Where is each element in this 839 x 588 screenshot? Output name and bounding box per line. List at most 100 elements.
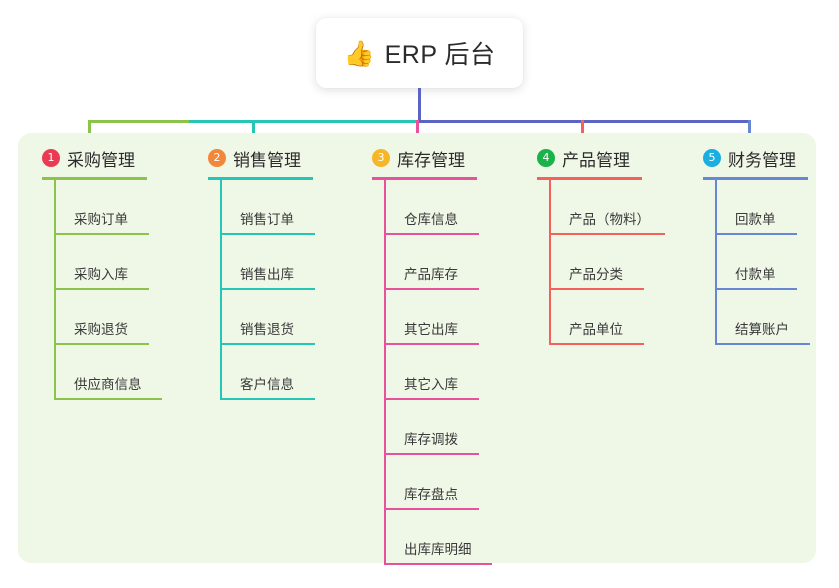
branch-items-3: 仓库信息 产品库存 其它出库 其它入库 库存调拨 库存盘点 [384,180,522,565]
leaf-rule [384,233,479,235]
root-node-title: ERP 后台 [384,41,496,69]
branch-title-1: 采购管理 [67,150,135,170]
branch-badge-3: 3 [372,149,390,167]
leaf-rule [715,343,810,345]
leaf-item[interactable]: 其它入库 [384,345,479,400]
leaf-rule [549,233,665,235]
leaf-rule [384,343,479,345]
leaf-item[interactable]: 库存调拨 [384,400,479,455]
branch-title-3: 库存管理 [397,150,465,170]
leaf-label: 结算账户 [735,322,789,337]
branch-rule-4 [537,177,642,180]
branch-trunk-5 [715,180,717,345]
branch-column-4: 4 产品管理 产品（物料） 产品分类 产品单位 [537,146,697,345]
connector-stub-1 [88,120,91,139]
leaf-rule [549,288,644,290]
leaf-label: 其它入库 [404,377,458,392]
leaf-label: 客户信息 [240,377,294,392]
branch-badge-1: 1 [42,149,60,167]
branch-header-3[interactable]: 3 库存管理 [372,146,522,170]
leaf-label: 付款单 [735,267,776,282]
leaf-item[interactable]: 销售退货 [220,290,315,345]
branch-title-4: 产品管理 [562,150,630,170]
branch-column-5: 5 财务管理 回款单 付款单 结算账户 [703,146,839,345]
leaf-item[interactable]: 出库库明细 [384,510,492,565]
branch-badge-2: 2 [208,149,226,167]
leaf-item[interactable]: 供应商信息 [54,345,162,400]
leaf-label: 回款单 [735,212,776,227]
leaf-rule [54,398,162,400]
connector-bus-left [88,120,191,123]
leaf-label: 产品（物料） [569,212,650,227]
branch-column-2: 2 销售管理 销售订单 销售出库 销售退货 客户信息 [208,146,358,400]
leaf-rule [220,398,315,400]
leaf-rule [384,288,479,290]
leaf-rule [384,563,492,565]
leaf-rule [384,508,479,510]
leaf-item[interactable]: 其它出库 [384,290,479,345]
branch-badge-4: 4 [537,149,555,167]
leaf-rule [384,453,479,455]
leaf-item[interactable]: 库存盘点 [384,455,479,510]
leaf-item[interactable]: 产品库存 [384,235,479,290]
branch-header-1[interactable]: 1 采购管理 [42,146,192,170]
branch-items-2: 销售订单 销售出库 销售退货 客户信息 [220,180,358,400]
branch-items-5: 回款单 付款单 结算账户 [715,180,839,345]
branch-trunk-1 [54,180,56,400]
leaf-label: 销售出库 [240,267,294,282]
leaf-item[interactable]: 回款单 [715,180,797,235]
connector-root-stem [418,88,421,122]
connector-stub-2 [252,120,255,139]
leaf-item[interactable]: 结算账户 [715,290,810,345]
root-node[interactable]: 👍 ERP 后台 [316,18,523,88]
thumbs-up-icon: 👍 [343,39,375,68]
leaf-rule [220,343,315,345]
leaf-rule [220,288,315,290]
leaf-rule [54,288,149,290]
leaf-label: 采购订单 [74,212,128,227]
branch-column-1: 1 采购管理 采购订单 采购入库 采购退货 供应商信息 [42,146,192,400]
leaf-item[interactable]: 仓库信息 [384,180,479,235]
leaf-rule [54,343,149,345]
leaf-label: 供应商信息 [74,377,142,392]
branch-header-4[interactable]: 4 产品管理 [537,146,697,170]
leaf-item[interactable]: 付款单 [715,235,797,290]
leaf-item[interactable]: 产品（物料） [549,180,665,235]
leaf-rule [384,398,479,400]
leaf-item[interactable]: 客户信息 [220,345,315,400]
leaf-label: 出库库明细 [404,542,472,557]
leaf-rule [715,288,797,290]
leaf-item[interactable]: 采购订单 [54,180,149,235]
branch-rule-2 [208,177,313,180]
leaf-label: 产品分类 [569,267,623,282]
branch-header-5[interactable]: 5 财务管理 [703,146,839,170]
leaf-item[interactable]: 产品单位 [549,290,644,345]
leaf-label: 采购退货 [74,322,128,337]
leaf-rule [715,233,797,235]
branch-trunk-4 [549,180,551,345]
leaf-rule [220,233,315,235]
branch-badge-5: 5 [703,149,721,167]
branch-header-2[interactable]: 2 销售管理 [208,146,358,170]
branch-trunk-2 [220,180,222,400]
connector-bus-mid [189,120,418,123]
leaf-label: 采购入库 [74,267,128,282]
connector-stub-4 [581,120,584,139]
leaf-rule [54,233,149,235]
leaf-item[interactable]: 采购入库 [54,235,149,290]
branches-panel [18,133,816,563]
leaf-label: 销售订单 [240,212,294,227]
branch-items-4: 产品（物料） 产品分类 产品单位 [549,180,697,345]
leaf-item[interactable]: 产品分类 [549,235,644,290]
leaf-label: 库存盘点 [404,487,458,502]
leaf-item[interactable]: 采购退货 [54,290,149,345]
connector-stub-5 [748,120,751,139]
leaf-label: 产品库存 [404,267,458,282]
branch-title-5: 财务管理 [728,150,796,170]
leaf-item[interactable]: 销售订单 [220,180,315,235]
branch-rule-1 [42,177,147,180]
branch-rule-5 [703,177,808,180]
branch-items-1: 采购订单 采购入库 采购退货 供应商信息 [54,180,192,400]
leaf-item[interactable]: 销售出库 [220,235,315,290]
